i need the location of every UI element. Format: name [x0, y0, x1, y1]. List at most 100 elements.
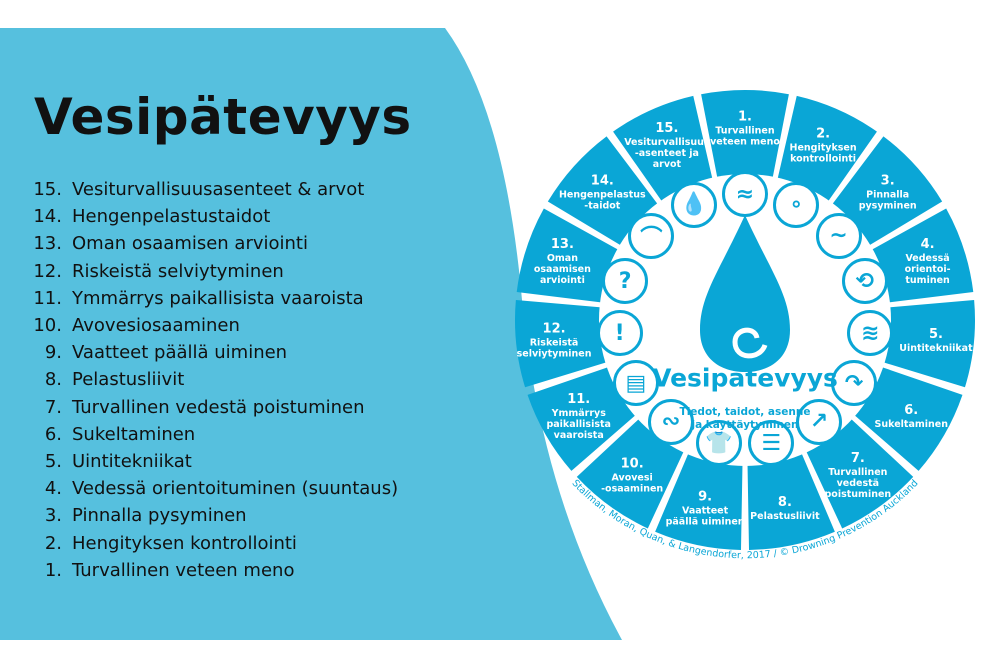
segment-text: Avovesi -osaaminen — [601, 472, 664, 495]
wheel-subtitle: Tiedot, taidot, asenne ja käyttäytyminen — [679, 406, 811, 431]
alert-icon: ! — [596, 310, 643, 357]
water-drop-icon: 💧 — [670, 181, 717, 228]
list-item: 5. Uintitekniikat — [30, 448, 398, 475]
left-panel — [0, 28, 622, 640]
wheel-segment — [515, 299, 612, 388]
segment-label: 10.Avovesi -osaaminen — [587, 456, 677, 495]
life-jacket-icon: ☰ — [748, 420, 795, 467]
segment-label: 4.Vedessä orientoi- tuminen — [883, 236, 973, 286]
item-text: Uintitekniikat — [72, 450, 192, 472]
wheel-segment — [701, 90, 789, 183]
item-number: 11. — [33, 287, 62, 309]
segment-text: Vedessä orientoi- tuminen — [904, 252, 951, 286]
wheel-segment — [804, 415, 914, 529]
item-text: Oman osaamisen arviointi — [72, 233, 308, 255]
list-item: 10. Avovesiosaaminen — [30, 312, 398, 339]
segment-text: Hengityksen kontrollointi — [789, 142, 857, 165]
item-text: Vaatteet päällä uiminen — [72, 342, 288, 364]
segment-text: Pinnalla pysyminen — [858, 189, 917, 212]
segment-text: Turvallinen veteen meno — [710, 125, 780, 148]
splash-icon: ≈ — [722, 171, 768, 217]
segment-label: 12.Riskeistä selviytyminen — [509, 321, 599, 360]
list-item: 11. Ymmärrys paikallisista vaaroista — [30, 285, 398, 312]
segment-text: Pelastusliivit — [750, 510, 820, 522]
segment-label: 2.Hengityksen kontrollointi — [778, 125, 868, 164]
segment-label: 7.Turvallinen vedestä poistuminen — [813, 450, 903, 500]
segment-number: 9. — [698, 489, 713, 505]
segment-number: 10. — [620, 456, 644, 472]
water-surface-icon: ∼ — [815, 212, 862, 259]
slide-title: Vesipätevyys — [34, 88, 412, 146]
item-number: 10. — [33, 315, 62, 337]
segment-text: Vesiturvallisuus -asenteet ja arvot — [624, 136, 710, 170]
question-icon: ? — [602, 258, 649, 305]
wheel-segment — [850, 365, 963, 471]
wheel-segment — [547, 136, 661, 248]
wheel-segment — [829, 136, 943, 248]
list-item: 14.Hengenpelastustaidot — [30, 203, 398, 230]
waves-icon: ∾ — [647, 398, 694, 445]
item-number: 9. — [44, 342, 62, 364]
item-number: 12. — [33, 260, 62, 282]
wheel-segment — [655, 448, 743, 550]
item-text: Ymmärrys paikallisista vaaroista — [72, 287, 364, 309]
segment-number: 4. — [920, 236, 935, 252]
item-number: 15. — [33, 179, 62, 201]
segment-text: Oman osaamisen arviointi — [533, 252, 591, 286]
list-item: 13. Oman osaamisen arviointi — [30, 230, 398, 257]
list-item: 3.Pinnalla pysyminen — [30, 502, 398, 529]
item-text: Avovesiosaaminen — [72, 315, 240, 337]
segment-label: 8.Pelastusliivit — [740, 494, 830, 522]
item-number: 3. — [44, 505, 62, 527]
list-item: 15. Vesiturvallisuusasenteet & arvot — [30, 176, 398, 203]
swimmer-icon: ≋ — [847, 310, 894, 357]
clipboard-icon: ▤ — [612, 360, 659, 406]
item-number: 1. — [44, 559, 62, 581]
item-text: Turvallinen vedestä poistuminen — [72, 396, 365, 418]
segment-number: 3. — [880, 173, 895, 189]
segment-text: Riskeistä selviytyminen — [516, 337, 592, 360]
segment-text: Hengenpelastus -taidot — [558, 189, 646, 212]
segment-label: 11.Ymmärrys paikallisista vaaroista — [534, 391, 624, 441]
item-text: Vedessä orientoituminen (suuntaus) — [72, 478, 399, 500]
segment-text: Sukeltaminen — [874, 419, 948, 430]
item-text: Vesiturvallisuusasenteet & arvot — [72, 179, 365, 201]
item-number: 14. — [33, 206, 62, 228]
rescue-icon: ⌒ — [628, 212, 675, 259]
list-item: 9. Vaatteet päällä uiminen — [30, 339, 398, 366]
water-drop-logo — [700, 215, 790, 372]
item-text: Sukeltaminen — [72, 423, 196, 445]
segment-text: Vaatteet päällä uiminen — [665, 505, 745, 528]
segment-text: Ymmärrys paikallisista vaaroista — [546, 408, 611, 441]
item-number: 5. — [44, 450, 62, 472]
item-text: Turvallinen veteen meno — [72, 559, 295, 581]
segment-number: 8. — [777, 494, 792, 510]
segment-number: 2. — [816, 126, 831, 142]
segment-number: 7. — [850, 451, 865, 467]
segment-label: 9.Vaatteet päällä uiminen — [660, 488, 750, 527]
exit-water-icon: ↗ — [796, 398, 843, 445]
list-item: 7.Turvallinen vedestä poistuminen — [30, 394, 398, 421]
item-number: 13. — [33, 233, 62, 255]
list-item: 4. Vedessä orientoituminen (suuntaus) — [30, 475, 398, 502]
wheel-segment — [867, 208, 974, 303]
segment-number: 11. — [567, 392, 591, 407]
wheel-segment — [613, 95, 714, 206]
wheel-segment — [747, 448, 835, 550]
wheel-title: Vesipätevyys — [652, 363, 838, 393]
item-number: 4. — [44, 478, 62, 500]
segment-label: 13.Oman osaamisen arviointi — [517, 236, 607, 286]
list-item: 8.Pelastusliivit — [30, 366, 398, 393]
segment-number: 12. — [542, 321, 566, 337]
segment-number: 13. — [550, 236, 574, 252]
segment-number: 5. — [928, 327, 943, 343]
item-number: 2. — [44, 532, 62, 554]
segment-label: 5.Uintitekniikat — [891, 326, 981, 354]
wheel-segment — [516, 208, 623, 303]
item-number: 8. — [44, 369, 62, 391]
segment-number: 1. — [738, 109, 752, 125]
segment-number: 15. — [655, 120, 679, 136]
